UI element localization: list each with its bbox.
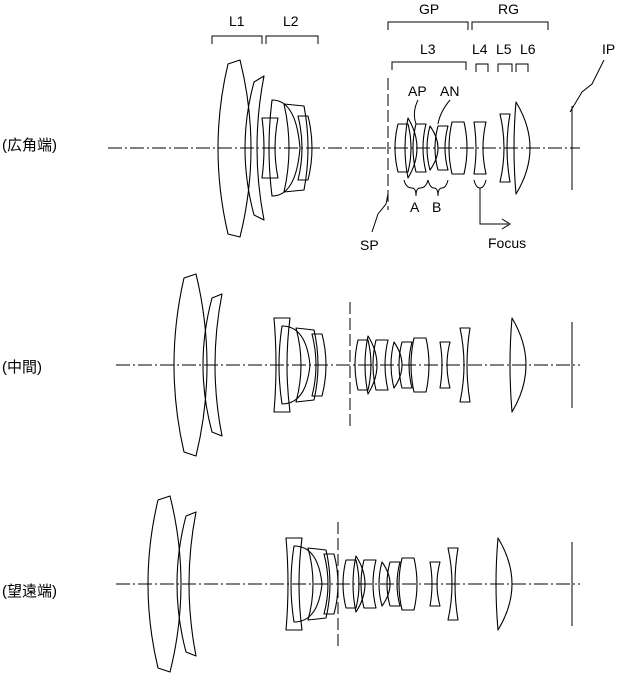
lens-L2-2-wide (268, 99, 301, 197)
brace-GP (387, 21, 469, 30)
lens-L2-1-tele (285, 537, 303, 631)
lens-L1-front-middle (173, 273, 208, 457)
label-L2: L2 (283, 13, 299, 29)
label-L1: L1 (229, 13, 245, 29)
lens-L2-3-middle (295, 327, 319, 403)
lens-L3-5-middle (398, 341, 413, 389)
label-L3: L3 (420, 41, 436, 57)
lens-L5-tele (447, 547, 459, 621)
leader-IP (569, 59, 605, 113)
lens-L3-6-middle (410, 337, 430, 393)
focus-arrowhead (501, 218, 511, 230)
position-label-tele: (望遠端) (2, 583, 57, 600)
lens-L2-2-middle (278, 325, 311, 405)
lens-L2-4-wide (297, 115, 313, 181)
label-A: A (410, 199, 420, 215)
label-focus: Focus (488, 235, 526, 251)
position-label-wide: (広角端) (2, 137, 57, 154)
brace-L5 (497, 63, 513, 72)
lens-L1-rear-middle (202, 293, 223, 437)
lens-L3-4-wide (426, 125, 439, 171)
leader-AP (413, 99, 419, 125)
lens-L6-middle (509, 317, 527, 413)
lens-L3-6-wide (448, 121, 468, 175)
label-IP: IP (602, 41, 615, 57)
lens-L4-wide (473, 121, 487, 175)
lens-L3-2-middle (364, 335, 378, 395)
lens-L2-1-wide (261, 117, 279, 179)
label-GP: GP (419, 1, 439, 17)
lens-L2-1-middle (273, 317, 291, 413)
lens-L3-4-middle (390, 341, 403, 389)
brace-L4 (475, 63, 489, 72)
position-label-middle: (中間) (2, 359, 42, 376)
lens-L3-1-middle (354, 339, 372, 391)
lens-L2-2-tele (290, 545, 323, 623)
lens-L5-wide (499, 113, 511, 183)
lens-L2-3-tele (307, 547, 331, 621)
lens-L3-3-tele (360, 559, 377, 609)
label-SP: SP (360, 237, 379, 253)
lens-L3-3-wide (412, 123, 427, 173)
label-L6: L6 (520, 41, 536, 57)
lens-L2-4-middle (311, 333, 327, 397)
lens-L6-tele (495, 537, 513, 631)
brace-A (403, 179, 429, 197)
focus-arrow (479, 188, 508, 225)
brace-L1 (211, 35, 263, 44)
label-L4: L4 (472, 41, 488, 57)
label-L5: L5 (496, 41, 512, 57)
lens-L3-6-tele (398, 557, 418, 611)
lens-L2-3-wide (283, 103, 309, 193)
label-B: B (432, 199, 441, 215)
label-AN: AN (440, 83, 459, 99)
brace-L2 (265, 35, 319, 44)
lens-L5-middle (459, 327, 471, 403)
lens-L3-5-wide (434, 125, 449, 171)
lens-L1-rear-tele (176, 511, 197, 657)
brace-RG (471, 21, 549, 30)
lens-L4-middle (439, 341, 451, 389)
lens-L4-tele (429, 561, 441, 607)
wide-angle-configuration: (広角端) L1 (2, 1, 615, 253)
telephoto-configuration: (望遠端) (2, 495, 580, 673)
leader-SP (371, 193, 389, 233)
brace-L6 (515, 63, 529, 72)
label-AP: AP (408, 83, 427, 99)
lens-L2-4-tele (323, 553, 339, 615)
brace-focus (473, 179, 487, 189)
lens-L3-4-tele (378, 561, 391, 607)
label-RG: RG (498, 1, 519, 17)
brace-L3 (391, 61, 467, 70)
lens-L3-1-wide (394, 123, 412, 173)
lens-L3-3-middle (372, 339, 389, 391)
leader-AN (437, 99, 451, 125)
lens-L3-5-tele (386, 561, 401, 607)
lens-L3-2-tele (352, 555, 366, 613)
lens-L6-wide (513, 101, 531, 195)
lens-L3-2-wide (404, 117, 418, 179)
lens-L3-1-tele (342, 559, 360, 609)
lens-L1-rear-wide (244, 75, 265, 221)
middle-configuration: (中間) (2, 273, 580, 457)
brace-B (427, 179, 449, 197)
lens-L1-front-tele (147, 495, 182, 673)
